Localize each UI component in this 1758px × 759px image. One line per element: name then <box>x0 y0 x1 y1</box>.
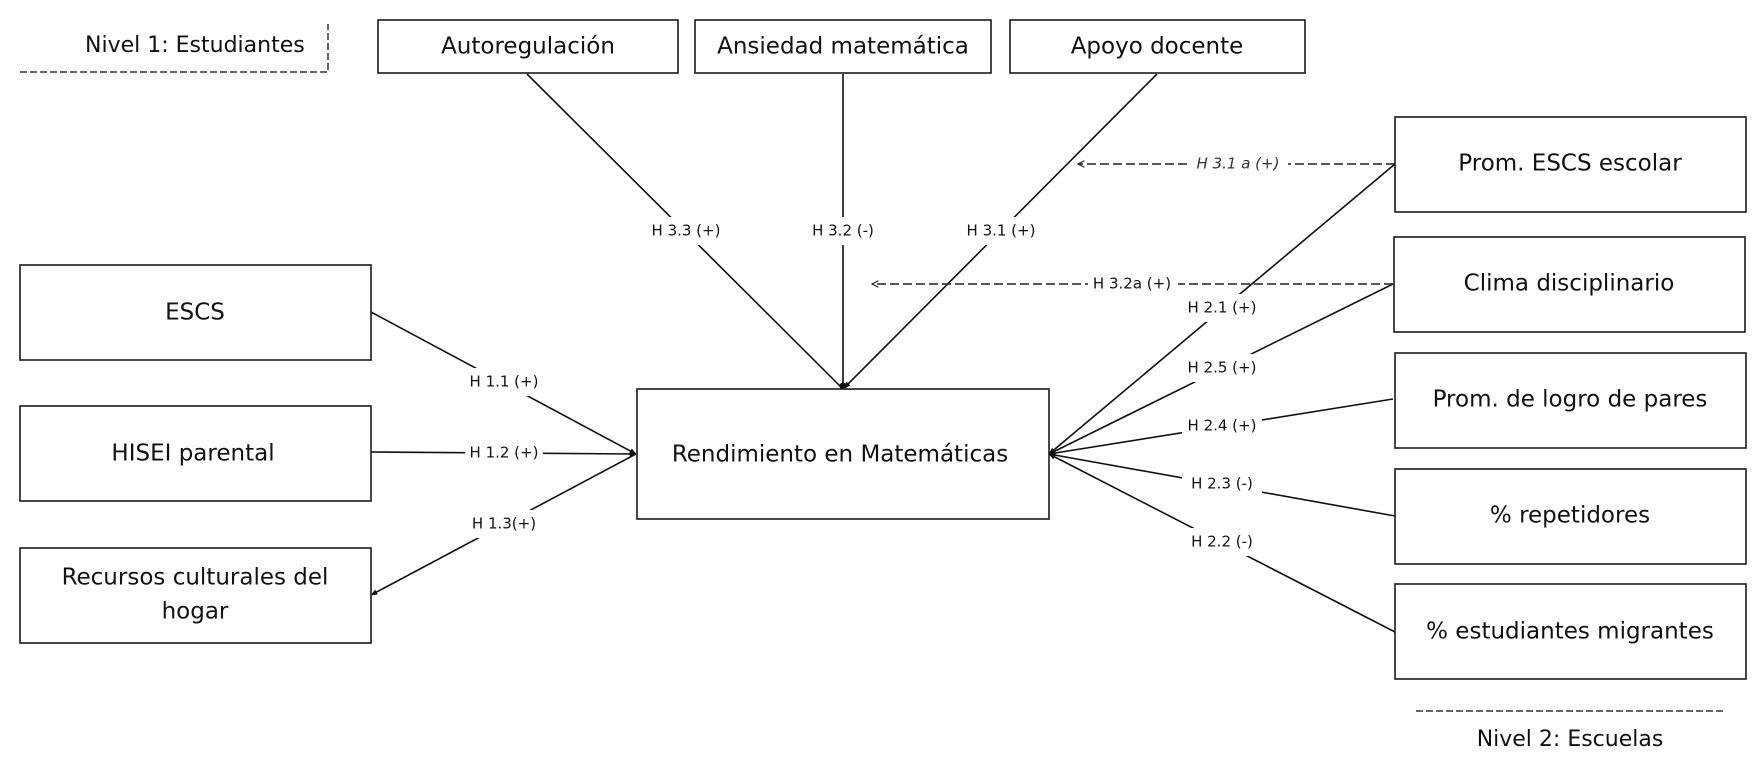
level-2-frame: Nivel 2: Escuelas <box>1416 710 1724 752</box>
node-autoregulacion: Autoregulación <box>377 19 679 74</box>
node-hisei-label: HISEI parental <box>111 441 274 467</box>
level-1-frame: Nivel 1: Estudiantes <box>20 24 329 73</box>
label-h21: H 2.1 (+) <box>1188 299 1257 317</box>
label-h12: H 1.2 (+) <box>470 444 539 462</box>
convergence-dot <box>839 382 847 390</box>
label-h24: H 2.4 (+) <box>1188 417 1257 435</box>
label-h11: H 1.1 (+) <box>470 373 539 391</box>
label-h13: H 1.3(+) <box>472 515 536 533</box>
node-escs: ESCS <box>19 264 372 361</box>
label-h32a: H 3.2a (+) <box>1093 275 1171 293</box>
node-clima: Clima disciplinario <box>1393 236 1746 333</box>
label-h32: H 3.2 (-) <box>812 222 874 240</box>
label-h33: H 3.3 (+) <box>652 222 721 240</box>
node-prom-escs-label: Prom. ESCS escolar <box>1458 151 1682 177</box>
label-h31: H 3.1 (+) <box>967 222 1036 240</box>
label-h25: H 2.5 (+) <box>1188 359 1257 377</box>
label-h31a: H 3.1 a (+) <box>1197 155 1280 173</box>
node-recursos-label-1: Recursos culturales del <box>62 565 329 591</box>
node-recursos: Recursos culturales del hogar <box>19 547 372 644</box>
node-prom-logro-label: Prom. de logro de pares <box>1433 387 1708 413</box>
node-recursos-label-2: hogar <box>162 599 229 625</box>
node-prom-escs: Prom. ESCS escolar <box>1394 116 1747 213</box>
node-escs-label: ESCS <box>165 300 225 326</box>
node-migrantes-label: % estudiantes migrantes <box>1426 619 1714 645</box>
node-rendimiento-label: Rendimiento en Matemáticas <box>672 442 1008 468</box>
node-clima-label: Clima disciplinario <box>1464 271 1675 297</box>
node-autoregulacion-label: Autoregulación <box>441 34 615 60</box>
level-2-label: Nivel 2: Escuelas <box>1477 727 1664 752</box>
node-migrantes: % estudiantes migrantes <box>1394 583 1747 680</box>
node-prom-logro: Prom. de logro de pares <box>1394 352 1747 449</box>
node-hisei: HISEI parental <box>19 405 372 502</box>
moderation-edges <box>872 164 1395 284</box>
node-repetidores-label: % repetidores <box>1490 503 1650 529</box>
node-repetidores: % repetidores <box>1394 468 1747 565</box>
node-ansiedad-label: Ansiedad matemática <box>717 34 969 60</box>
node-rendimiento: Rendimiento en Matemáticas <box>636 388 1050 520</box>
label-h22: H 2.2 (-) <box>1191 533 1253 551</box>
node-apoyo: Apoyo docente <box>1009 19 1306 74</box>
level-1-label: Nivel 1: Estudiantes <box>85 33 305 58</box>
label-h23: H 2.3 (-) <box>1191 475 1253 493</box>
hypothesis-labels: H 3.3 (+) H 3.2 (-) H 3.1 (+) H 3.1 a (+… <box>465 150 1288 556</box>
node-ansiedad: Ansiedad matemática <box>694 19 992 74</box>
node-apoyo-label: Apoyo docente <box>1071 34 1244 60</box>
